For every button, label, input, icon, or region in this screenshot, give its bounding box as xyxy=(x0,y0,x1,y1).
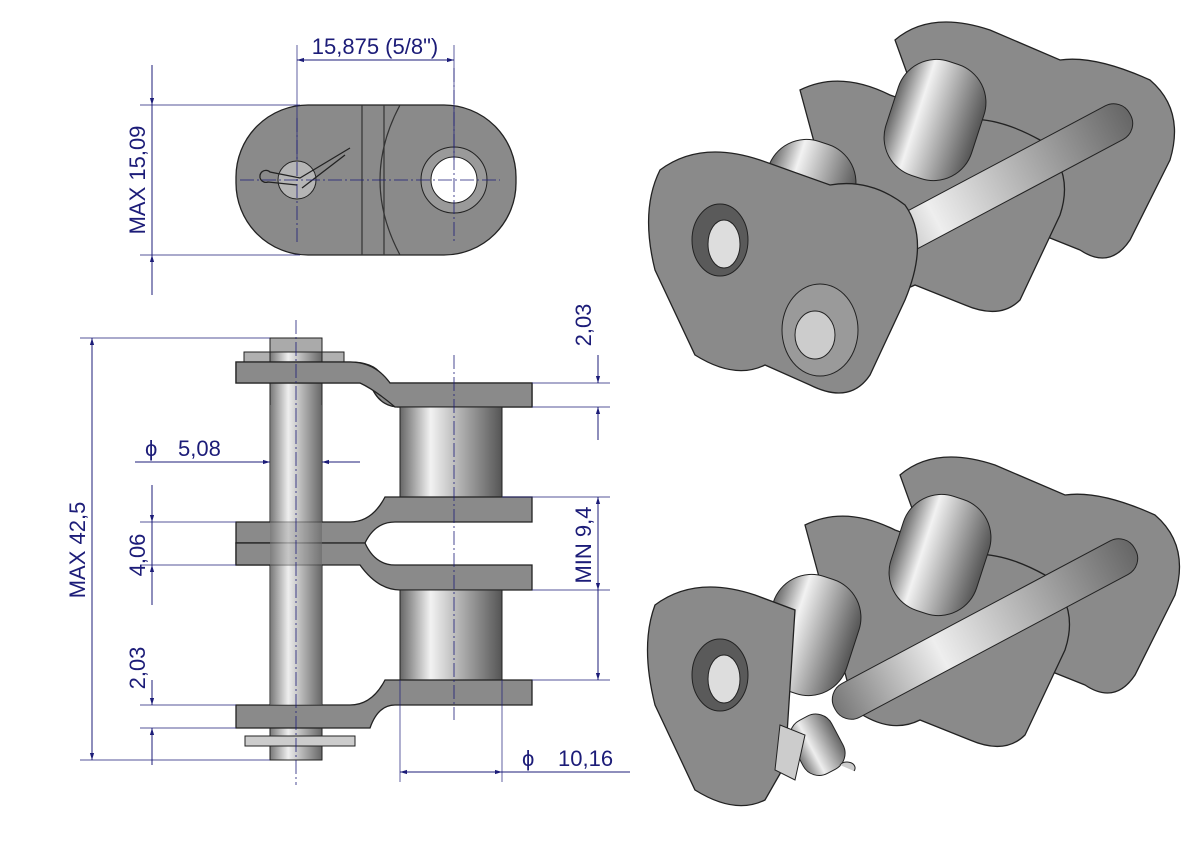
spring-clip-icon xyxy=(259,147,351,189)
bottom-plate-thickness: 2,03 xyxy=(125,647,150,690)
top-view: 15,875 (5/8") MAX 15,09 xyxy=(125,34,517,295)
isometric-view-clip-link xyxy=(646,456,1181,807)
overall-width-dimension: MAX 42,5 xyxy=(65,502,90,599)
roller-diameter-symbol: ϕ xyxy=(522,746,534,771)
spring-clip-icon xyxy=(774,724,856,781)
cotter-pin-icon xyxy=(244,735,356,747)
height-dimension: MAX 15,09 xyxy=(125,126,150,235)
roller-diameter-dimension: 10,16 xyxy=(558,746,613,771)
roller-lower xyxy=(399,589,503,681)
side-view: MAX 42,5 4,06 2,03 2,03 MIN 9,4 ϕ 5,08 xyxy=(65,304,630,785)
top-plate-thickness: 2,03 xyxy=(571,304,596,347)
center-plate-dimension: 4,06 xyxy=(125,534,150,577)
roller-upper xyxy=(399,406,503,498)
pin-diameter-dimension: 5,08 xyxy=(178,436,221,461)
isometric-view-rivet-link xyxy=(647,21,1176,394)
pin-diameter-symbol: ϕ xyxy=(145,436,157,461)
pitch-dimension: 15,875 (5/8") xyxy=(312,34,438,59)
inner-width-dimension: MIN 9,4 xyxy=(571,506,596,583)
